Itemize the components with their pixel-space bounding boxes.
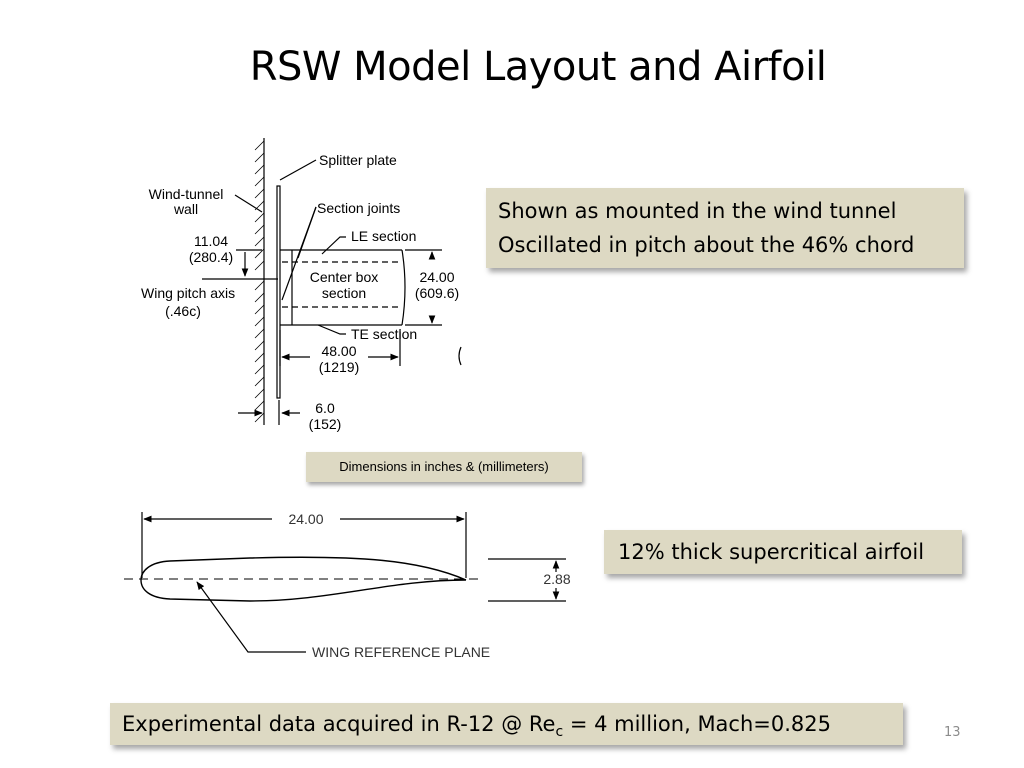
conditions-subscript: c [555, 724, 564, 741]
airfoil-profile [140, 556, 467, 602]
airfoil-callout: 12% thick supercritical airfoil [604, 530, 962, 574]
airfoil-thickness-dim: 2.88 [543, 571, 570, 587]
dim-span-mm: (1219) [319, 359, 359, 375]
conditions-text: Experimental data acquired in R-12 @ Re [122, 712, 556, 736]
mounting-line-1: Shown as mounted in the wind tunnel [498, 199, 897, 223]
label-wing-pitch-axis: Wing pitch axis [141, 285, 235, 301]
wall-hatching [254, 140, 265, 423]
wing-reference-plane-label: WING REFERENCE PLANE [312, 644, 490, 660]
label-splitter-plate: Splitter plate [319, 152, 397, 168]
mounting-line-2: Oscillated in pitch about the 46% chord [498, 233, 915, 257]
dimensions-note: Dimensions in inches & (millimeters) [306, 452, 582, 482]
mounting-callout: Shown as mounted in the wind tunnel Osci… [486, 188, 964, 268]
airfoil-chord-dim: 24.00 [288, 511, 323, 527]
label-te-section: TE section [351, 326, 417, 342]
label-pitch-axis-chord: (.46c) [165, 303, 201, 319]
label-le-section: LE section [351, 228, 416, 244]
dim-plate-mm: (152) [309, 416, 342, 432]
conditions-text-end: = 4 million, Mach=0.825 [563, 712, 831, 736]
conditions-callout: Experimental data acquired in R-12 @ Rec… [110, 703, 903, 745]
dim-pitch-in: 11.04 [194, 233, 228, 249]
label-wind-tunnel-wall: Wind-tunnel [149, 186, 224, 202]
label-center-box-section: section [322, 285, 366, 301]
page-number: 13 [944, 725, 961, 740]
slide-title: RSW Model Layout and Airfoil [249, 44, 827, 90]
label-wall: wall [173, 201, 198, 217]
label-section-joints: Section joints [317, 200, 400, 216]
label-center-box: Center box [310, 269, 378, 285]
dim-chord-mm: (609.6) [415, 285, 459, 301]
dim-pitch-mm: (280.4) [189, 249, 233, 265]
airfoil-diagram [124, 512, 566, 653]
splitter-plate [276, 185, 281, 399]
dim-plate-in: 6.0 [315, 400, 335, 416]
dim-span-in: 48.00 [321, 343, 356, 359]
dim-chord-in: 24.00 [419, 269, 454, 285]
